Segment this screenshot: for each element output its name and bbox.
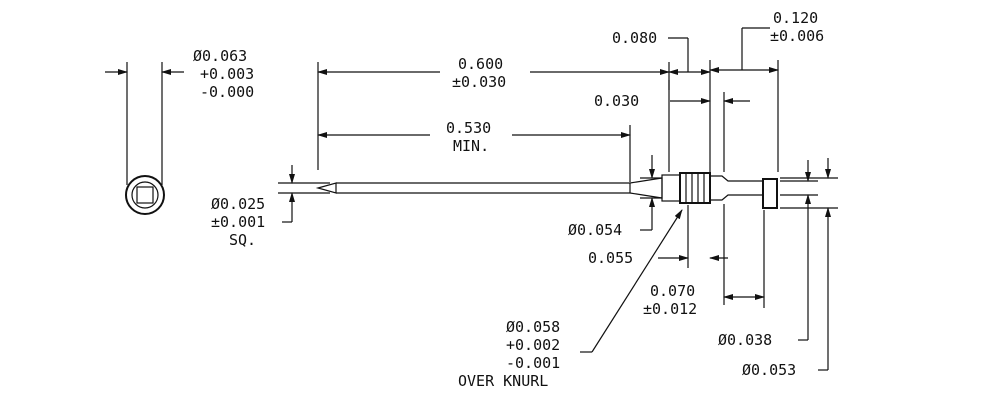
dim-530 — [317, 125, 631, 182]
len-600-label: 0.600 — [458, 55, 503, 73]
dim-053 — [780, 158, 838, 371]
dim-070 — [723, 204, 765, 308]
dim-054 — [640, 155, 662, 231]
len-030-label: 0.030 — [594, 92, 639, 110]
pin-side-view — [315, 172, 778, 209]
len-530-note-label: MIN. — [453, 137, 489, 155]
dim-038 — [780, 160, 818, 341]
dia-053-label: Ø0.053 — [742, 361, 796, 379]
dim-knurl — [580, 209, 683, 353]
len-530-label: 0.530 — [446, 119, 491, 137]
dim-sq — [278, 165, 330, 223]
end-tol-plus-label: +0.003 — [200, 65, 254, 83]
end-view — [105, 62, 184, 215]
len-055-label: 0.055 — [588, 249, 633, 267]
end-tol-minus-label: -0.000 — [200, 83, 254, 101]
knurl-dia-label: Ø0.058 — [506, 318, 560, 336]
dia-038-label: Ø0.038 — [718, 331, 772, 349]
sq-dia-label: Ø0.025 — [211, 195, 265, 213]
sq-tol-label: ±0.001 — [211, 213, 265, 231]
len-600-tol-label: ±0.030 — [452, 73, 506, 91]
knurl-tol-plus-label: +0.002 — [506, 336, 560, 354]
sq-note-label: SQ. — [229, 231, 256, 249]
dim-055 — [658, 205, 728, 268]
knurl-note-label: OVER KNURL — [458, 372, 548, 390]
dim-080 — [668, 37, 711, 172]
len-120-tol-label: ±0.006 — [770, 27, 824, 45]
len-080-label: 0.080 — [612, 29, 657, 47]
len-070-tol-label: ±0.012 — [643, 300, 697, 318]
dim-120 — [709, 27, 779, 172]
dim-030 — [668, 80, 750, 172]
len-120-label: 0.120 — [773, 9, 818, 27]
end-dia-label: Ø0.063 — [193, 47, 247, 65]
len-070-label: 0.070 — [650, 282, 695, 300]
dia-054-label: Ø0.054 — [568, 221, 622, 239]
knurl-tol-minus-label: -0.001 — [506, 354, 560, 372]
